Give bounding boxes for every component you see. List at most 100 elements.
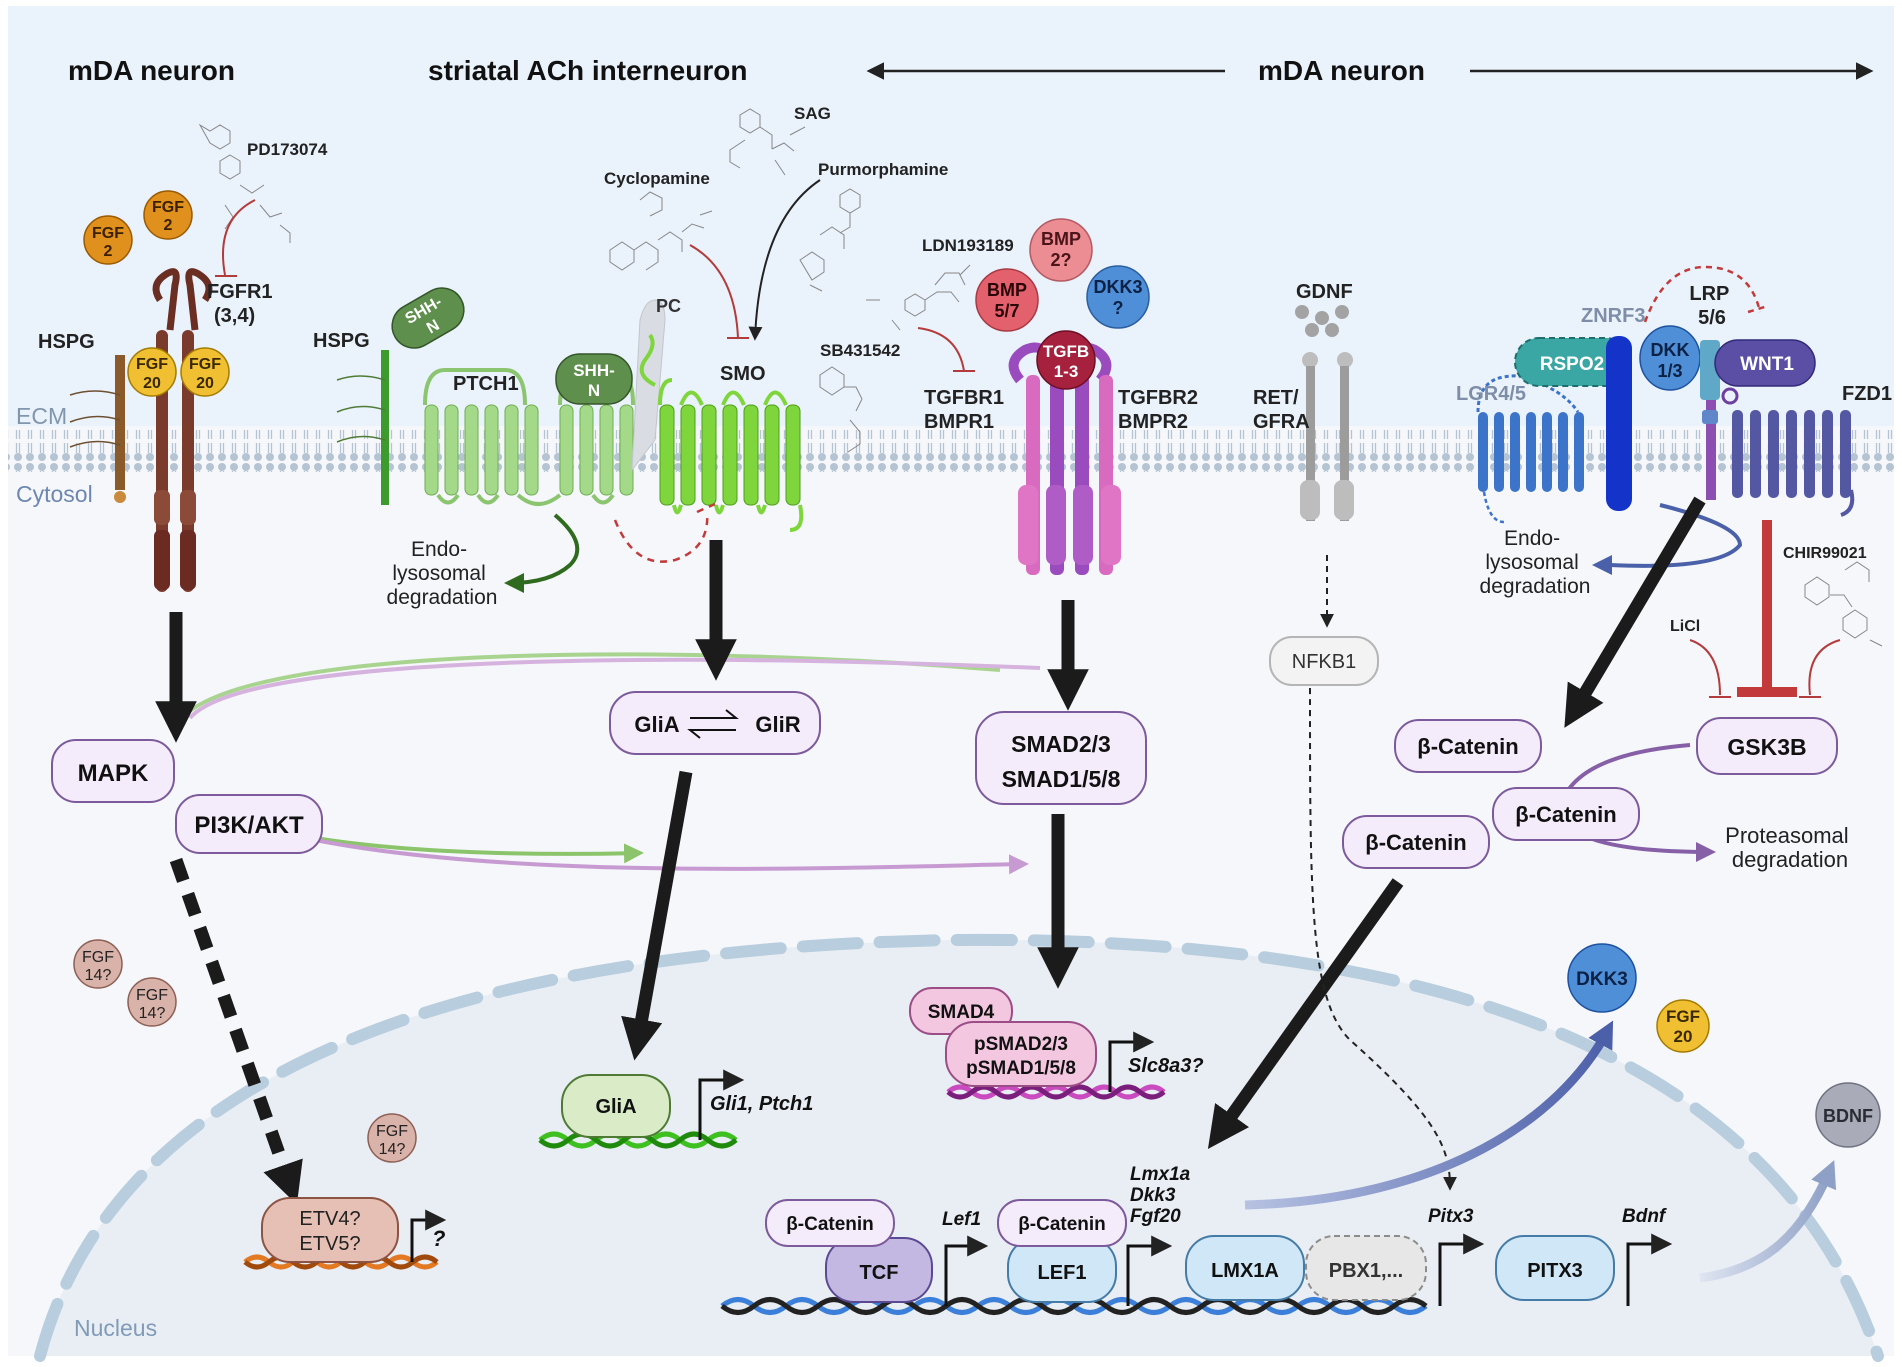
ptch1-endo-arrow bbox=[504, 513, 580, 593]
tgfbr-right-label: TGFBR2 BMPR2 bbox=[1118, 387, 1204, 433]
svg-text:20: 20 bbox=[196, 375, 214, 392]
tgfbr-receptor bbox=[1008, 342, 1121, 575]
fgfr-label: FGFR1 (3,4) bbox=[207, 281, 278, 327]
slc8a3-label: Slc8a3? bbox=[1128, 1055, 1204, 1077]
header-right: mDA neuron bbox=[1258, 55, 1425, 86]
lrp-label: LRP 5/6 bbox=[1689, 283, 1734, 329]
bdnf-output-arrow bbox=[1699, 1160, 1837, 1283]
endo-degradation-label-wnt: Endo- lysosomal degradation bbox=[1480, 527, 1591, 598]
sb-label: SB431542 bbox=[820, 341, 900, 360]
svg-text:FGF: FGF bbox=[376, 1123, 408, 1140]
mapk-nucleus-arrow bbox=[169, 857, 303, 1205]
wnt1-lipid-mark bbox=[1721, 387, 1739, 405]
svg-text:DKK: DKK bbox=[1651, 340, 1690, 360]
pitx3-tss-arrow bbox=[1438, 1233, 1485, 1306]
svg-text:BDNF: BDNF bbox=[1823, 1106, 1873, 1126]
chir-label: CHIR99021 bbox=[1783, 545, 1867, 562]
sag-activation bbox=[748, 179, 821, 341]
mapk-node: MAPK bbox=[51, 739, 175, 803]
smad-tss-arrow bbox=[1108, 1031, 1155, 1092]
svg-text:DKK3: DKK3 bbox=[1576, 969, 1628, 990]
svg-text:2: 2 bbox=[104, 243, 113, 260]
lgr45-label: LGR4/5 bbox=[1456, 383, 1526, 405]
gdnf-pathway: GDNF RET/ GFRA bbox=[1253, 281, 1354, 628]
svg-text:RSPO2: RSPO2 bbox=[1540, 354, 1604, 375]
wnt-endo-arrow bbox=[1592, 503, 1743, 575]
bdnf-tss-arrow bbox=[1626, 1233, 1673, 1306]
lef1-tss-arrow bbox=[944, 1235, 989, 1306]
etv-node: ETV4? ETV5? bbox=[261, 1197, 399, 1263]
svg-text:GliR: GliR bbox=[755, 712, 800, 737]
svg-text:FGF: FGF bbox=[92, 225, 124, 242]
crosstalk-pink-curve bbox=[188, 657, 1041, 720]
sag-structure-icon bbox=[729, 108, 806, 176]
ptch1-smo-inhibition bbox=[613, 502, 716, 563]
ldn-structure-icon bbox=[866, 264, 971, 331]
gene-lmx1a-group-label: Lmx1a Dkk3 Fgf20 bbox=[1130, 1164, 1195, 1227]
dkk3-ligand-top: DKK3 ? bbox=[1086, 265, 1150, 329]
svg-text:1-3: 1-3 bbox=[1054, 362, 1079, 381]
cyclopamine-inhibition bbox=[689, 244, 749, 339]
svg-text:ETV4?: ETV4? bbox=[299, 1208, 360, 1230]
svg-text:?: ? bbox=[1113, 298, 1124, 318]
svg-text:14?: 14? bbox=[85, 967, 112, 984]
svg-text:1/3: 1/3 bbox=[1657, 361, 1682, 381]
cyclopamine-structure-icon bbox=[609, 191, 713, 271]
nuclear-envelope bbox=[34, 933, 1884, 1362]
chir-inhibition bbox=[1799, 639, 1841, 698]
svg-text:WNT1: WNT1 bbox=[1740, 354, 1794, 375]
dkk3-output: DKK3 bbox=[1567, 943, 1637, 1013]
bdnf-output: BDNF bbox=[1815, 1082, 1881, 1148]
svg-text:pSMAD2/3: pSMAD2/3 bbox=[974, 1034, 1068, 1055]
svg-text:SMAD4: SMAD4 bbox=[928, 1002, 995, 1023]
smo-receptor bbox=[639, 333, 804, 532]
licl-inhibition bbox=[1689, 639, 1731, 698]
betacatenin-nucleus-arrow bbox=[1207, 878, 1404, 1149]
svg-text:LEF1: LEF1 bbox=[1038, 1262, 1087, 1284]
gene-lef1-label: Lef1 bbox=[942, 1209, 981, 1230]
lef1-node: LEF1 bbox=[1007, 1237, 1117, 1303]
svg-text:GliA: GliA bbox=[634, 712, 679, 737]
svg-text:ETV5?: ETV5? bbox=[299, 1233, 360, 1255]
smo-label: SMO bbox=[720, 363, 766, 385]
licl-label: LiCl bbox=[1670, 618, 1700, 635]
fzd1-label: FZD1 bbox=[1842, 383, 1892, 405]
fgf20-ligand: FGF 20 bbox=[180, 347, 230, 397]
svg-text:PITX3: PITX3 bbox=[1527, 1260, 1583, 1282]
pbx1-node: PBX1,... bbox=[1305, 1235, 1427, 1301]
primary-cilium bbox=[631, 299, 666, 472]
crosstalk-green-arrow bbox=[314, 836, 644, 864]
lgr45-receptor bbox=[1476, 374, 1584, 524]
znrf3-label: ZNRF3 bbox=[1581, 305, 1645, 327]
etv-tss-arrow bbox=[410, 1209, 447, 1262]
lmx1a-node: LMX1A bbox=[1185, 1235, 1305, 1301]
proteasomal-label: Proteasomal degradation bbox=[1725, 823, 1855, 872]
svg-text:14?: 14? bbox=[379, 1141, 406, 1158]
ecm-label: ECM bbox=[16, 403, 67, 429]
ret-gfra-label: RET/ GFRA bbox=[1253, 387, 1310, 433]
svg-text:FGF: FGF bbox=[1666, 1007, 1700, 1026]
svg-text:N: N bbox=[588, 381, 600, 400]
header-left: mDA neuron bbox=[68, 55, 235, 86]
svg-text:BMP: BMP bbox=[987, 280, 1027, 300]
gli-nucleus-arrow bbox=[621, 770, 693, 1061]
dkk-lrp-inhibition bbox=[1643, 265, 1769, 323]
etv-target-label: ? bbox=[432, 1226, 445, 1251]
gli-node: GliA GliR bbox=[609, 691, 821, 755]
svg-text:FGF: FGF bbox=[82, 949, 114, 966]
svg-text:LMX1A: LMX1A bbox=[1211, 1260, 1279, 1282]
wnt-targets-output-arrow bbox=[1244, 1020, 1614, 1210]
tgfb-ligand: TGFB 1-3 bbox=[1036, 330, 1096, 390]
svg-text:MAPK: MAPK bbox=[78, 760, 149, 787]
beta-catenin-node-1: β-Catenin bbox=[1394, 719, 1542, 773]
tgfb-pathway: LDN193189 SB431542 BMP 2? BMP 5/7 DKK3 ? bbox=[819, 218, 1204, 575]
svg-text:FGF: FGF bbox=[189, 356, 221, 373]
nucleus-label: Nucleus bbox=[74, 1315, 157, 1341]
gli-targets-label: Gli1, Ptch1 bbox=[710, 1093, 813, 1115]
lrp56-receptor bbox=[1700, 340, 1720, 500]
fgf2-ligand: FGF 2 bbox=[143, 190, 193, 240]
beta-catenin-nucleus-1: β-Catenin bbox=[765, 1199, 895, 1247]
cytosol-label: Cytosol bbox=[16, 481, 93, 507]
beta-catenin-node-3: β-Catenin bbox=[1342, 815, 1490, 869]
